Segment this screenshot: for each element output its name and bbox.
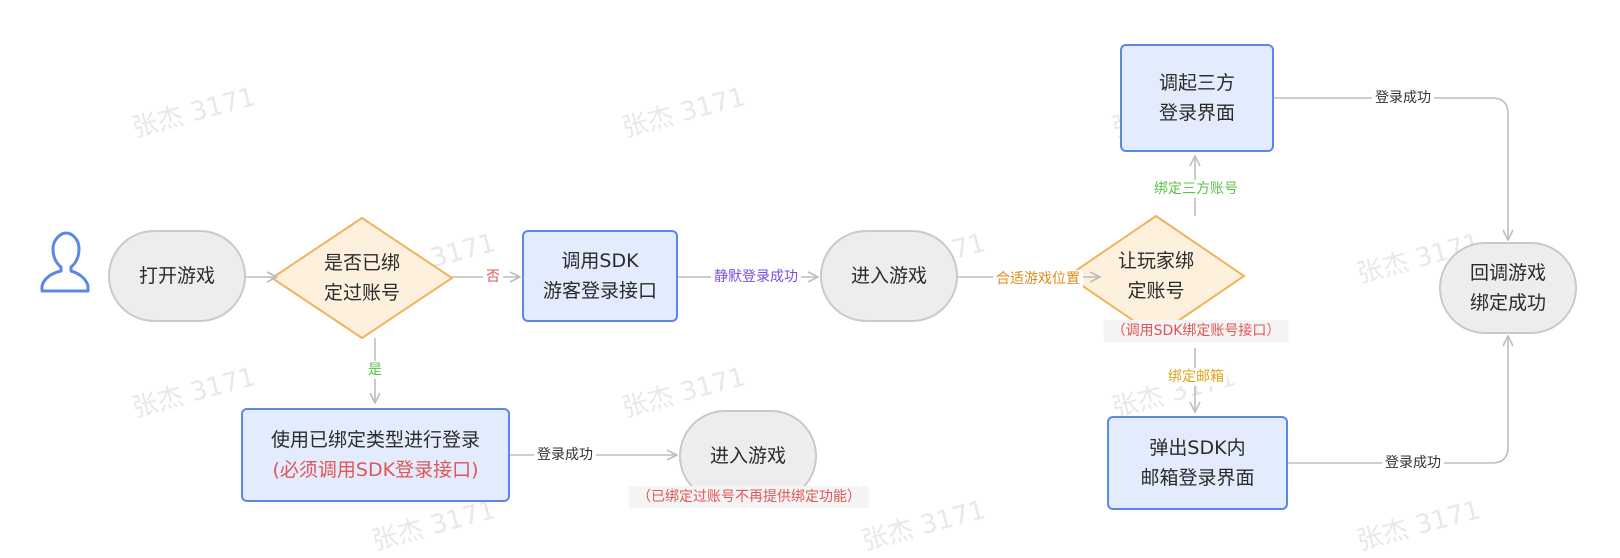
flowchart-canvas xyxy=(40,97,1620,464)
email-login-line-1: 弹出SDK内 xyxy=(1149,437,1246,459)
third-party-line-1: 调起三方 xyxy=(1158,72,1235,94)
enter-game-label: 进入游戏 xyxy=(850,265,927,287)
edge-label-silent-login: 静默登录成功 xyxy=(711,268,801,286)
bound-check-line-1: 是否已绑 xyxy=(323,252,400,274)
bind-prompt-label: 让玩家绑 定账号 xyxy=(1094,246,1218,306)
bind-prompt-line-1: 让玩家绑 xyxy=(1117,250,1194,272)
enter-game-node: 进入游戏 xyxy=(820,230,958,322)
edge-label-proper-position: 合适游戏位置 xyxy=(993,270,1083,288)
email-login-line-2: 邮箱登录界面 xyxy=(1140,467,1255,489)
edge-label-bind-email: 绑定邮箱 xyxy=(1165,368,1227,386)
third-party-login-node: 调起三方 登录界面 xyxy=(1120,44,1274,152)
edge-email-to-callback xyxy=(1288,336,1508,464)
bound-check-line-2: 定过账号 xyxy=(323,282,400,304)
bound-check-label: 是否已绑 定过账号 xyxy=(300,248,424,308)
use-bound-line-1: 使用已绑定类型进行登录 xyxy=(270,429,480,451)
bind-prompt-note: （调用SDK绑定账号接口） xyxy=(1103,320,1289,342)
enter-game-2-note: （已绑定过账号不再提供绑定功能） xyxy=(629,486,869,508)
bind-prompt-line-2: 定账号 xyxy=(1127,280,1185,302)
third-party-line-2: 登录界面 xyxy=(1158,102,1235,124)
callback-line-1: 回调游戏 xyxy=(1469,262,1546,284)
enter-game-2-label: 进入游戏 xyxy=(709,445,786,467)
edge-label-login-success-left: 登录成功 xyxy=(534,446,596,464)
open-game-node: 打开游戏 xyxy=(108,230,246,322)
edge-third-to-callback xyxy=(1274,97,1508,240)
use-bound-line-2: (必须调用SDK登录接口) xyxy=(272,459,479,481)
callback-line-2: 绑定成功 xyxy=(1469,292,1546,314)
edge-label-login-success-bottom: 登录成功 xyxy=(1382,454,1444,472)
guest-login-line-2: 游客登录接口 xyxy=(542,280,657,302)
use-bound-login-node: 使用已绑定类型进行登录 (必须调用SDK登录接口) xyxy=(241,408,510,502)
open-game-label: 打开游戏 xyxy=(138,265,215,287)
callback-node: 回调游戏 绑定成功 xyxy=(1439,242,1577,334)
user-icon xyxy=(40,231,90,293)
bound-check-diamond xyxy=(270,216,454,340)
edge-label-no: 否 xyxy=(483,268,503,286)
edge-label-login-success-top: 登录成功 xyxy=(1372,89,1434,107)
email-login-node: 弹出SDK内 邮箱登录界面 xyxy=(1107,416,1288,510)
edge-label-bind-third: 绑定三方账号 xyxy=(1151,180,1241,198)
guest-login-node: 调用SDK 游客登录接口 xyxy=(522,230,678,322)
guest-login-line-1: 调用SDK xyxy=(561,250,639,272)
edge-label-yes: 是 xyxy=(365,361,385,379)
